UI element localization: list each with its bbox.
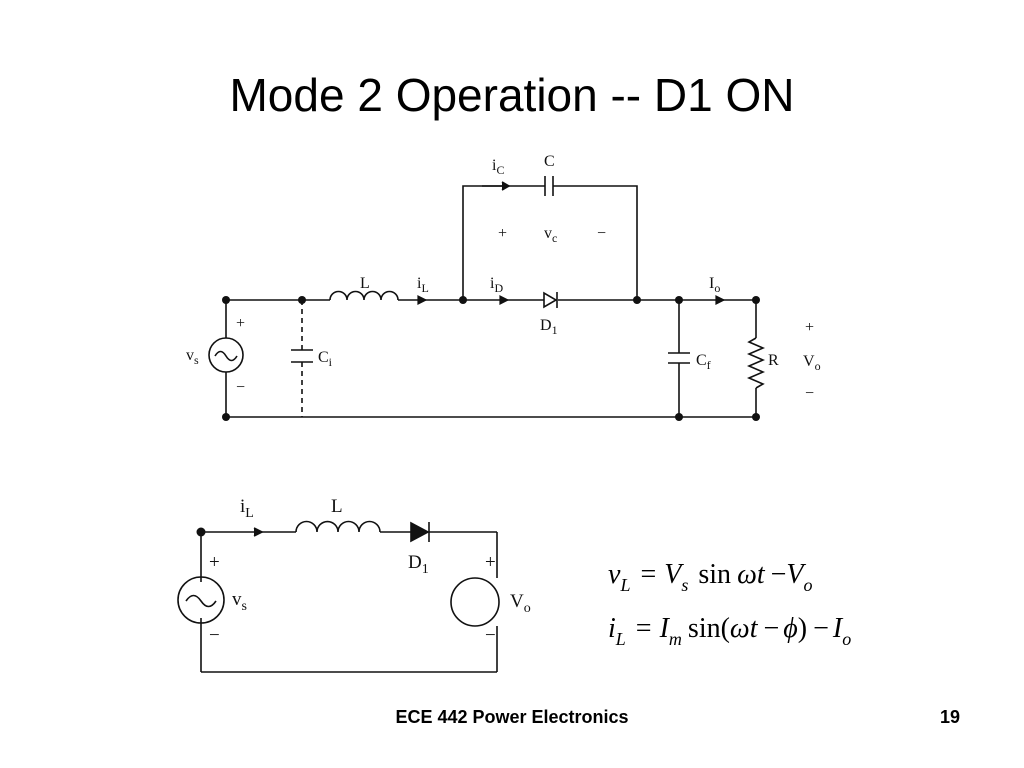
junction-dots [196, 296, 760, 537]
label-L: L [360, 275, 370, 292]
label-R: R [768, 352, 779, 369]
label-Cf: Cf [696, 352, 711, 372]
label2-Vo-plus: + [485, 552, 496, 573]
label-Ci: Ci [318, 349, 333, 369]
label-Vo: Vo [803, 353, 821, 373]
label-Io: Io [709, 275, 720, 295]
circuit2-wires [200, 531, 498, 673]
footer-course: ECE 442 Power Electronics [395, 707, 629, 727]
label-vc-plus: + [498, 225, 507, 242]
label2-iL: iL [240, 496, 254, 521]
circuit1-wires [225, 185, 757, 418]
label2-Vo: Vo [510, 591, 531, 616]
label-vs-minus: − [236, 379, 245, 396]
resistor-R [746, 337, 766, 389]
arrow-iC [482, 181, 511, 191]
label-iD: iD [490, 275, 503, 295]
ac-source-vs [208, 337, 244, 373]
ac-source-vs-2 [177, 576, 225, 624]
arrow-iD [499, 295, 510, 305]
arrow-Io [715, 295, 726, 305]
label-vc-minus: − [597, 225, 606, 242]
slide-title: Mode 2 Operation -- D1 ON [229, 69, 795, 121]
label-vc: vc [544, 225, 557, 245]
label-C: C [544, 153, 555, 170]
label2-D1: D1 [408, 552, 429, 577]
capacitor-Ci [291, 349, 313, 363]
dc-source-Vo [450, 577, 500, 627]
label-D1: D1 [540, 317, 558, 337]
inductor-L2 [295, 520, 381, 533]
inductor-L [329, 290, 399, 301]
label2-vs-minus: − [209, 625, 220, 646]
label-vs: vs [186, 347, 199, 367]
page-number: 19 [939, 707, 960, 727]
diode-D1-2 [410, 521, 430, 543]
label2-L: L [331, 496, 343, 517]
arrow-iL-2 [253, 527, 264, 537]
label-Vo-plus: + [805, 319, 814, 336]
label2-vs: vs [232, 589, 247, 614]
label2-vs-plus: + [209, 552, 220, 573]
label2-Vo-minus: − [485, 625, 496, 646]
arrow-iL [417, 295, 428, 305]
capacitor-Cf [668, 352, 690, 364]
capacitor-C [544, 176, 554, 196]
diode-D1 [543, 291, 558, 309]
label-iC: iC [492, 157, 504, 177]
label-iL: iL [417, 275, 429, 295]
label-vs-plus: + [236, 315, 245, 332]
label-Vo-minus: − [805, 385, 814, 402]
